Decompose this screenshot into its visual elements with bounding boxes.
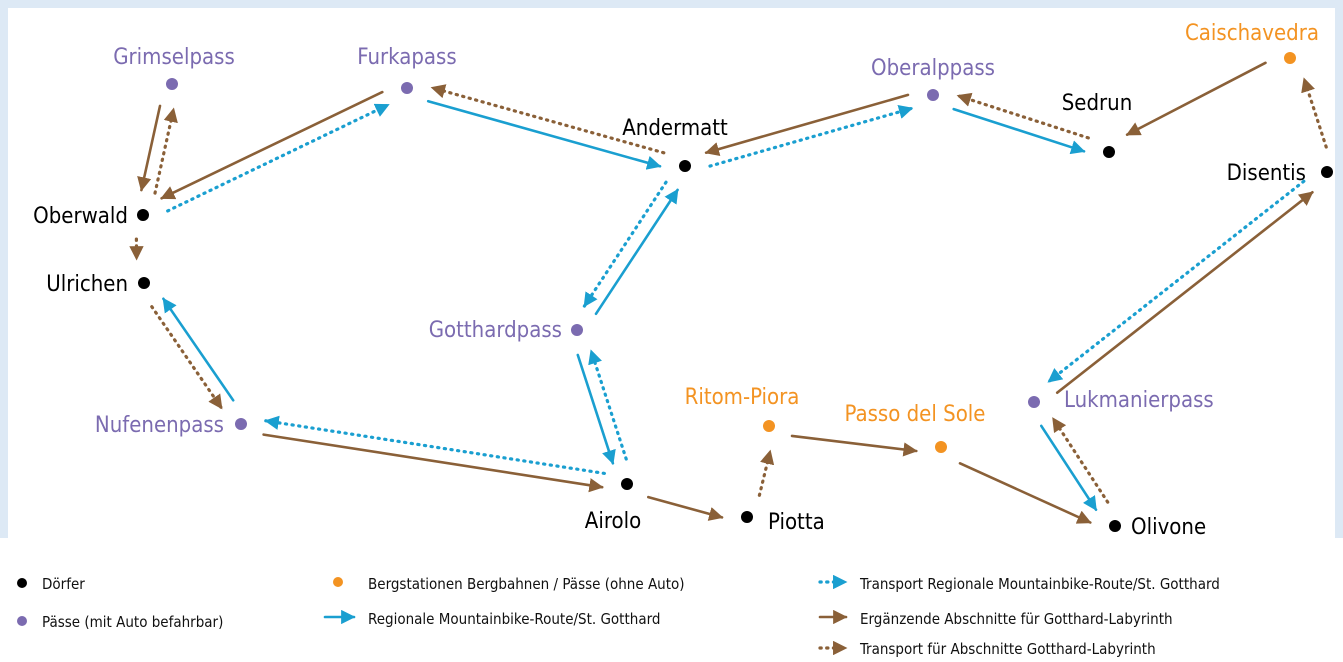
legend-stations-label: Bergstationen Bergbahnen / Pässe (ohne A… bbox=[368, 575, 685, 593]
edge-disentis-to-lukmanierpass bbox=[1046, 179, 1306, 384]
edge-caischavedra-to-sedrun bbox=[1125, 61, 1267, 136]
diagram-panel bbox=[8, 8, 1335, 538]
edge-airolo-to-gotthardpass bbox=[588, 349, 628, 461]
node-ritom-piora-label: Ritom-Piora bbox=[685, 385, 800, 410]
node-grimselpass-dot bbox=[166, 78, 178, 90]
legend-transport-labyrinth-label: Transport für Abschnitte Gotthard-Labyri… bbox=[859, 640, 1156, 658]
legend-villages-label: Dörfer bbox=[42, 575, 85, 593]
edge-oberalppass-to-andermatt bbox=[704, 93, 910, 157]
edge-passo-del-sole-to-olivone bbox=[958, 461, 1092, 524]
edge-andermatt-to-furkapass bbox=[430, 84, 666, 155]
edge-sedrun-to-oberalppass bbox=[956, 92, 1090, 140]
legend-transport-regional-label: Transport Regionale Mountainbike-Route/S… bbox=[859, 575, 1220, 593]
node-piotta-label: Piotta bbox=[768, 510, 825, 535]
edge-oberwald-to-grimselpass bbox=[153, 107, 178, 195]
edge-airolo-to-piotta bbox=[646, 495, 724, 521]
node-sedrun-dot bbox=[1103, 146, 1115, 158]
node-oberwald-label: Oberwald bbox=[33, 204, 128, 229]
node-nufenenpass-label: Nufenenpass bbox=[95, 413, 224, 438]
legend-panel bbox=[0, 538, 1343, 662]
node-passo-del-sole-label: Passo del Sole bbox=[845, 402, 986, 427]
node-oberalppass-label: Oberalppass bbox=[871, 56, 995, 81]
legend-stations-dot bbox=[333, 577, 343, 587]
node-oberalppass-dot bbox=[927, 89, 939, 101]
node-passo-del-sole-dot bbox=[935, 441, 947, 453]
node-lukmanierpass-label: Lukmanierpass bbox=[1064, 388, 1214, 413]
node-furkapass-dot bbox=[401, 82, 413, 94]
node-caischavedra-dot bbox=[1284, 52, 1296, 64]
node-oberwald-dot bbox=[137, 209, 149, 221]
node-piotta-dot bbox=[741, 511, 753, 523]
edge-furkapass-to-andermatt bbox=[426, 99, 662, 170]
edge-gotthardpass-to-andermatt bbox=[594, 188, 679, 316]
edge-lukmanierpass-to-olivone bbox=[1040, 424, 1098, 512]
node-furkapass-label: Furkapass bbox=[357, 45, 456, 70]
edge-oberwald-to-furkapass bbox=[166, 103, 390, 213]
node-sedrun-label: Sedrun bbox=[1062, 91, 1133, 116]
edge-nufenenpass-to-airolo bbox=[262, 433, 604, 493]
node-lukmanierpass-dot bbox=[1028, 396, 1040, 408]
node-nufenenpass-dot bbox=[235, 418, 247, 430]
edge-lukmanierpass-to-disentis bbox=[1055, 191, 1314, 395]
edge-furkapass-to-oberwald bbox=[160, 90, 384, 200]
node-ulrichen-dot bbox=[138, 277, 150, 289]
node-caischavedra-label: Caischavedra bbox=[1185, 21, 1319, 46]
edge-gotthardpass-to-airolo bbox=[576, 353, 616, 465]
legend-passes-dot bbox=[17, 616, 27, 626]
node-andermatt-label: Andermatt bbox=[622, 116, 728, 141]
node-andermatt-dot bbox=[679, 160, 691, 172]
node-disentis-label: Disentis bbox=[1227, 161, 1306, 186]
edge-disentis-to-caischavedra bbox=[1301, 77, 1328, 149]
node-airolo-label: Airolo bbox=[585, 509, 641, 534]
node-airolo-dot bbox=[621, 478, 633, 490]
edge-ritom-piora-to-passo-del-sole bbox=[790, 434, 918, 457]
node-olivone-dot bbox=[1109, 520, 1121, 532]
node-grimselpass-label: Grimselpass bbox=[113, 45, 235, 70]
node-gotthardpass-dot bbox=[571, 324, 583, 336]
legend-passes-label: Pässe (mit Auto befahrbar) bbox=[42, 613, 223, 631]
node-disentis-dot bbox=[1321, 166, 1333, 178]
legend-villages-dot bbox=[17, 578, 27, 588]
legend-regional-label: Regionale Mountainbike-Route/St. Gotthar… bbox=[368, 610, 660, 628]
edge-andermatt-to-gotthardpass bbox=[582, 180, 668, 308]
edge-nufenenpass-to-ulrichen bbox=[162, 297, 235, 402]
node-ritom-piora-dot bbox=[763, 420, 775, 432]
edge-grimselpass-to-oberwald bbox=[137, 104, 162, 192]
edge-piotta-to-ritom-piora bbox=[757, 449, 775, 497]
node-gotthardpass-label: Gotthardpass bbox=[429, 318, 562, 343]
node-ulrichen-label: Ulrichen bbox=[46, 272, 128, 297]
legend-labyrinth-label: Ergänzende Abschnitte für Gotthard-Labyr… bbox=[860, 610, 1173, 628]
node-olivone-label: Olivone bbox=[1131, 515, 1206, 540]
edge-oberalppass-to-sedrun bbox=[952, 107, 1086, 155]
edge-ulrichen-to-nufenenpass bbox=[150, 305, 224, 410]
edge-andermatt-to-oberalppass bbox=[708, 104, 914, 168]
